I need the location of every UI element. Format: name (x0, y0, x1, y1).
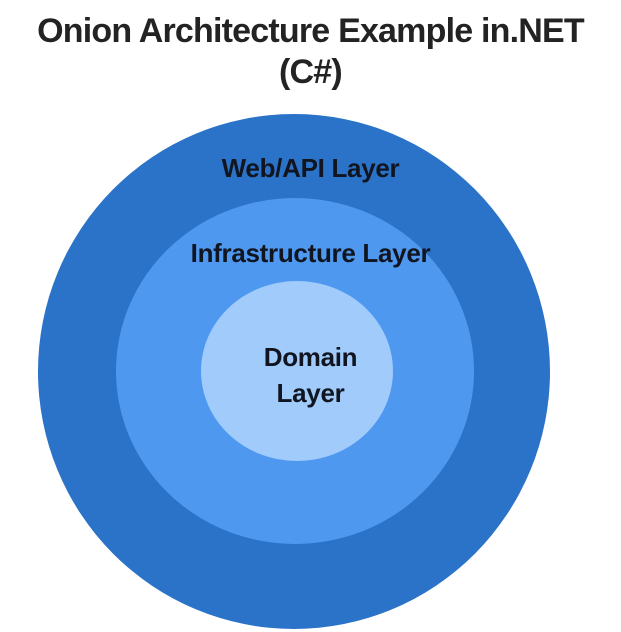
page-title-line2: (C#) (279, 53, 343, 91)
web-api-layer-label: Web/API Layer (221, 153, 400, 183)
domain-layer-label: Domain Layer (0, 339, 621, 411)
page-title: Onion Architecture Example in.NET (C#) (0, 11, 621, 93)
page-title-line1: Onion Architecture Example in.NET (37, 12, 584, 50)
infrastructure-layer-label: Infrastructure Layer (190, 238, 431, 268)
domain-layer-circle (201, 281, 393, 461)
domain-layer-label-line1: Domain (263, 342, 358, 372)
domain-layer-label-line2: Layer (276, 378, 345, 408)
